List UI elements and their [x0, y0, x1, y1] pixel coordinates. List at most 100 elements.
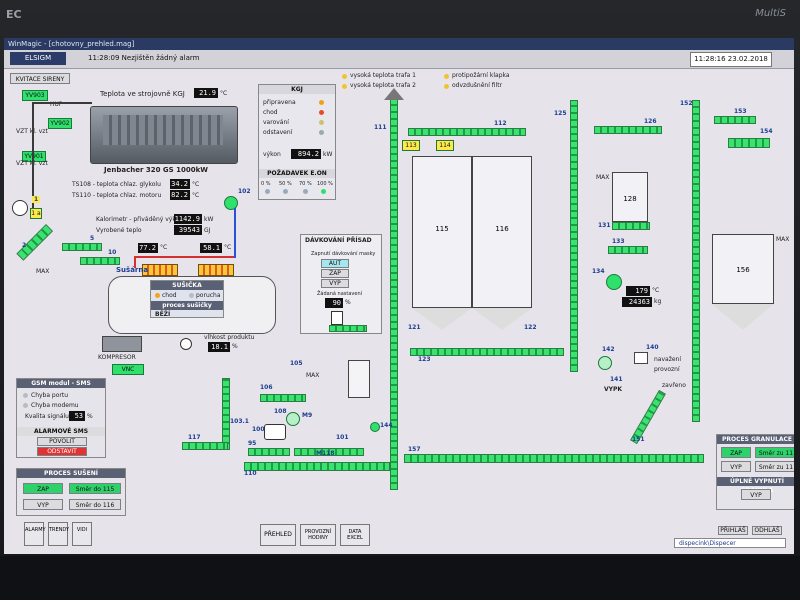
drying-dir-116-button[interactable]: Směr do 116 [69, 499, 121, 510]
conveyor-101[interactable] [294, 448, 364, 456]
granulation-full-stop-button[interactable]: VYP [741, 489, 771, 500]
operating-hours-label: PROVOZNÍ HODINY [304, 529, 332, 541]
tag-154: 154 [760, 128, 773, 135]
tag-144: 144 [380, 422, 393, 429]
excel-data-button[interactable]: DATA EXCEL [340, 524, 370, 546]
granulation-start-button[interactable]: ZAP [721, 447, 751, 458]
dryer-state: BĚŽÍ [155, 311, 171, 318]
ts110-unit: °C [192, 192, 200, 199]
conveyor-106[interactable] [260, 394, 306, 402]
drying-stop-button[interactable]: VYP [23, 499, 63, 510]
label-operating: provozní [654, 366, 680, 373]
elevator-125[interactable] [570, 100, 578, 372]
tag-10: 10 [108, 249, 117, 256]
overview-button[interactable]: PŘEHLED [260, 524, 296, 546]
kgj-power-value: 894.2 [291, 149, 321, 159]
gsm-panel: GSM modul - SMS Chyba portu Chyba modemu… [16, 378, 106, 458]
conveyor-117[interactable] [182, 442, 228, 450]
elevator-152[interactable] [692, 100, 700, 422]
drying-start-button[interactable]: ZAP [23, 483, 63, 494]
tag-100: 100 [252, 426, 265, 433]
valve-yv902[interactable]: YV902 [48, 118, 72, 129]
view-button[interactable]: VIDI [72, 522, 92, 546]
valve-144-icon[interactable] [370, 422, 380, 432]
silo-115[interactable]: 115 [412, 156, 472, 308]
tag-m9: M9 [302, 412, 313, 419]
overview-label: PŘEHLED [264, 531, 292, 538]
tag-m118: M118 [316, 450, 335, 457]
cyclone-icon [348, 360, 370, 398]
tag-103: 103.1 [230, 418, 249, 425]
hup-label: HUP [50, 101, 63, 108]
silo-128-label: 128 [623, 194, 637, 203]
silo-128[interactable]: 128 [612, 172, 648, 222]
tag-101: 101 [336, 434, 349, 441]
logout-button[interactable]: ODHLÁŠ [752, 526, 782, 535]
dosing-vyp-button[interactable]: VYP [321, 279, 349, 288]
fan-icon[interactable] [12, 200, 28, 216]
conveyor-5[interactable] [62, 243, 102, 251]
kgj-row-run: chod [263, 109, 278, 116]
pipe-left [32, 102, 34, 212]
silo-156[interactable]: 156 [712, 234, 774, 304]
kgj-run-dot [319, 110, 324, 115]
trends-button[interactable]: TRENDY [48, 522, 69, 546]
tag-106: 106 [260, 384, 273, 391]
granulation-dir-2-button[interactable]: Směr zu 11 [755, 461, 794, 472]
elevator-103[interactable] [222, 378, 230, 450]
vnc-button[interactable]: VNC [112, 364, 144, 375]
tag-141: 141 [610, 376, 623, 383]
fan-m9-icon[interactable] [286, 412, 300, 426]
value-134-temp-unit: °C [652, 287, 660, 294]
conveyor-133[interactable] [608, 246, 648, 254]
conveyor-95[interactable] [248, 448, 290, 456]
legend-dot-1 [342, 74, 347, 79]
tag-1a: 1 a [30, 208, 42, 219]
conveyor-126[interactable] [594, 126, 662, 134]
ts108-label: TS108 - teplota chlaz. glykolu [72, 181, 161, 188]
elevator-111[interactable] [390, 98, 398, 490]
granulation-dir-1-button[interactable]: Směr zu 11 [755, 447, 794, 458]
value-134-mass-unit: kg [654, 298, 662, 305]
compressor-image [102, 336, 142, 352]
drying-panel: PROCES SUŠENÍ ZAP Směr do 115 VYP Směr d… [16, 468, 126, 516]
status-bar: ELSIGM 11:28:09 Nezjištěn žádný alarm 11… [4, 50, 794, 69]
tag-157: 157 [408, 446, 421, 453]
alarms-button[interactable]: ALARMY [24, 522, 46, 546]
operating-hours-button[interactable]: PROVOZNÍ HODINY [300, 524, 336, 546]
dosing-zap-button[interactable]: ZAP [321, 269, 349, 278]
silo-156-cone [712, 304, 774, 330]
calorimeter-label: Kalorimetr - přiváděný výkon [96, 216, 184, 223]
conveyor-154[interactable] [728, 138, 770, 148]
room-temp-value: 21.9 [194, 88, 218, 98]
siren-ack-button[interactable]: KVITACE SIRENY [10, 73, 70, 84]
dosing-conveyor[interactable] [329, 325, 367, 332]
eon-pct-50: 50 % [279, 181, 292, 187]
ts108-unit: °C [192, 181, 200, 188]
conveyor-157[interactable] [404, 454, 704, 463]
conveyor-153[interactable] [714, 116, 756, 124]
mixer-134-icon[interactable] [606, 274, 622, 290]
sms-disable-button[interactable]: ODSTAVIT [37, 447, 87, 456]
excel-data-label: DATA EXCEL [347, 529, 363, 541]
sms-enable-button[interactable]: POVOLIT [37, 437, 87, 446]
login-button[interactable]: PŘIHLÁŠ [718, 526, 748, 535]
mill-100-icon[interactable] [264, 424, 286, 440]
granulation-stop-button[interactable]: VYP [721, 461, 751, 472]
conveyor-110[interactable] [244, 462, 390, 471]
fan-142-icon[interactable] [598, 356, 612, 370]
conveyor-131[interactable] [612, 222, 650, 230]
conveyor-123[interactable] [410, 348, 564, 356]
valve-yv903[interactable]: YV903 [22, 90, 48, 101]
kgj-stop-dot [319, 130, 324, 135]
pump-icon[interactable] [224, 196, 238, 210]
alarms-label: ALARMY [25, 527, 46, 533]
silo-116[interactable]: 116 [472, 156, 532, 308]
dosing-aut-button[interactable]: AUT [321, 259, 349, 268]
moisture-unit: % [232, 343, 238, 350]
conveyor-112[interactable] [408, 128, 526, 136]
conveyor-10[interactable] [80, 257, 120, 265]
drying-dir-115-button[interactable]: Směr do 115 [69, 483, 121, 494]
dosing-setpoint-value[interactable]: 90 [325, 298, 343, 308]
silo-115-label: 115 [435, 224, 449, 233]
